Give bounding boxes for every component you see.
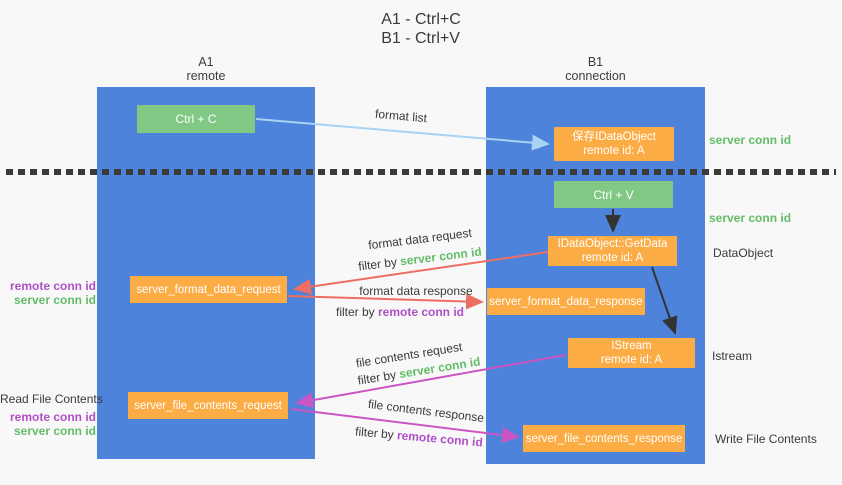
istream-line2: remote id: A bbox=[600, 354, 663, 366]
getdata-line2: remote id: A bbox=[581, 252, 644, 264]
conn-id-stack-file: remote conn id server conn id bbox=[8, 410, 96, 438]
format-data-response-label: format data response bbox=[359, 284, 473, 298]
lane-a1-subtitle: remote bbox=[186, 69, 226, 83]
filter-by-prefix: filter by bbox=[356, 367, 401, 388]
remote-conn-id-left-2: remote conn id bbox=[9, 410, 96, 424]
file-contents-response-label: file contents response bbox=[367, 396, 485, 426]
lane-b1-subtitle: connection bbox=[565, 69, 626, 83]
title-line-2: B1 - Ctrl+V bbox=[381, 30, 460, 47]
server-conn-id-left-2: server conn id bbox=[13, 424, 96, 438]
ctrl-v-box: Ctrl + V bbox=[554, 181, 673, 208]
save-idataobject-box: 保存IDataObject remote id: A bbox=[554, 127, 674, 161]
istream-line1: IStream bbox=[611, 340, 652, 352]
server-conn-id-highlight: server conn id bbox=[399, 244, 483, 269]
server-format-data-response-label: server_format_data_response bbox=[489, 295, 643, 308]
lane-b1-title: B1 bbox=[587, 55, 604, 69]
filter-by-prefix: filter by bbox=[335, 305, 378, 319]
ctrl-c-label: Ctrl + C bbox=[175, 112, 217, 126]
server-format-data-request-label: server_format_data_request bbox=[136, 283, 281, 296]
lane-a1-title: A1 bbox=[198, 55, 214, 69]
server-file-contents-request-box: server_file_contents_request bbox=[128, 392, 288, 419]
server-format-data-response-box: server_format_data_response bbox=[487, 288, 645, 315]
server-file-contents-response-label: server_file_contents_response bbox=[525, 432, 683, 445]
conn-id-stack-format: remote conn id server conn id bbox=[8, 279, 96, 307]
filter-by-remote-conn-id-1: filter by remote conn id bbox=[336, 305, 464, 319]
remote-conn-id-left-1: remote conn id bbox=[9, 279, 96, 293]
save-idataobject-line2: remote id: A bbox=[583, 145, 645, 157]
network-boundary-divider bbox=[6, 169, 836, 175]
server-file-contents-response-box: server_file_contents_response bbox=[523, 425, 685, 452]
lane-header-a1: A1 remote bbox=[97, 55, 315, 83]
ctrl-c-box: Ctrl + C bbox=[137, 105, 255, 133]
lane-header-b1: B1 connection bbox=[486, 55, 705, 83]
title-line-1: A1 - Ctrl+C bbox=[381, 11, 461, 28]
server-format-data-request-box: server_format_data_request bbox=[130, 276, 287, 303]
istream-side-label: Istream bbox=[712, 349, 753, 363]
server-conn-id-left-1: server conn id bbox=[13, 293, 96, 307]
write-file-contents-label: Write File Contents bbox=[715, 432, 817, 446]
server-conn-id-right-top: server conn id bbox=[709, 133, 792, 147]
filter-by-remote-conn-id-2: filter by remote conn id bbox=[355, 424, 484, 449]
dataobject-label: DataObject bbox=[713, 246, 774, 260]
istream-box: IStream remote id: A bbox=[568, 338, 695, 368]
read-file-contents-label: Read File Contents bbox=[0, 392, 103, 406]
getdata-line1: IDataObject::GetData bbox=[557, 238, 668, 250]
filter-by-prefix: filter by bbox=[354, 424, 398, 443]
ctrl-v-label: Ctrl + V bbox=[593, 187, 634, 202]
server-file-contents-request-label: server_file_contents_request bbox=[134, 399, 282, 412]
filter-by-prefix: filter by bbox=[357, 254, 401, 274]
save-idataobject-line1: 保存IDataObject bbox=[572, 131, 656, 143]
remote-conn-id-highlight: remote conn id bbox=[396, 428, 484, 450]
diagram-title: A1 - Ctrl+C B1 - Ctrl+V bbox=[0, 10, 842, 48]
server-conn-id-right-mid: server conn id bbox=[709, 211, 792, 225]
remote-conn-id-highlight: remote conn id bbox=[378, 305, 465, 319]
format-list-label: format list bbox=[374, 106, 428, 126]
idataobject-getdata-box: IDataObject::GetData remote id: A bbox=[548, 236, 677, 266]
